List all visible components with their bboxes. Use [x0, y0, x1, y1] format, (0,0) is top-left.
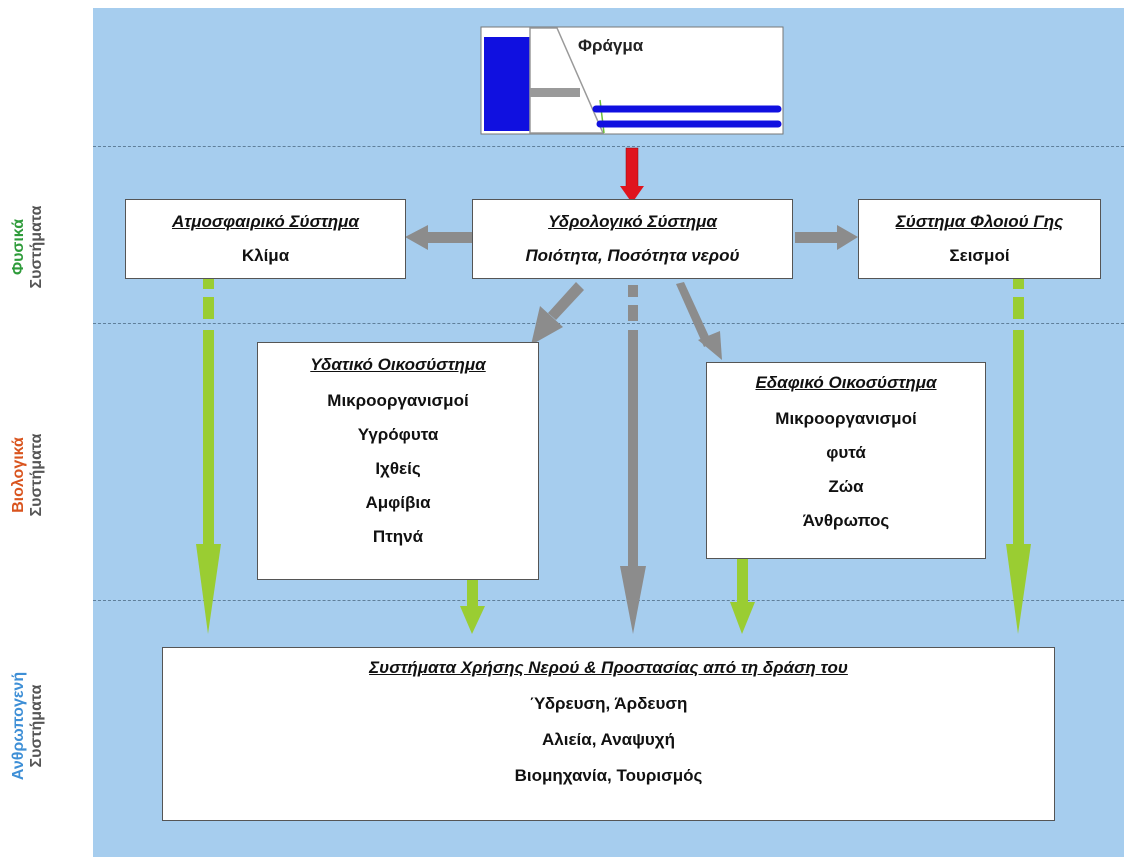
green-arrow-right: [1006, 277, 1031, 634]
red-arrow: [620, 147, 644, 203]
soil-item: φυτά: [826, 443, 866, 462]
dam-wall-shape: [529, 27, 605, 134]
atmospheric-system-title: Ατμοσφαιρικό Σύστημα: [172, 212, 359, 231]
dam-graphic: [480, 26, 784, 135]
gray-arrow-central: [620, 285, 646, 634]
soil-item: Άνθρωπος: [802, 511, 890, 530]
aquatic-item: Μικροοργανισμοί: [327, 391, 469, 410]
separator-biological: [93, 323, 1124, 324]
aquatic-ecosystem-title: Υδατικό Οικοσύστημα: [310, 355, 486, 374]
separator-physical: [93, 146, 1124, 147]
aquatic-item: Αμφίβια: [365, 493, 431, 512]
crust-system-title: Σύστημα Φλοιού Γης: [895, 212, 1064, 231]
hydrological-system-subtitle: Ποιότητα, Ποσότητα νερού: [525, 246, 740, 265]
gray-arrow-to-aquatic: [531, 282, 584, 345]
soil-ecosystem-title: Εδαφικό Οικοσύστημα: [755, 373, 937, 392]
soil-ecosystem-box: Εδαφικό Οικοσύστημα Μικροοργανισμοί φυτά…: [706, 362, 986, 559]
dam-outlet-shape: [530, 88, 580, 97]
hydrological-system-box: Υδρολογικό Σύστημα Ποιότητα, Ποσότητα νε…: [472, 199, 793, 279]
gray-arrow-to-crust: [795, 225, 858, 250]
atmospheric-system-climate: Κλίμα: [241, 246, 290, 265]
dam-label: Φράγμα: [578, 36, 644, 55]
crust-system-earthquakes: Σεισμοί: [949, 246, 1010, 265]
water-use-item: Ύδρευση, Άρδευση: [529, 694, 688, 713]
water-use-systems-title: Συστήματα Χρήσης Νερού & Προστασίας από …: [369, 658, 848, 677]
green-arrow-left: [196, 277, 221, 634]
hydrological-system-title: Υδρολογικό Σύστημα: [548, 212, 717, 231]
gray-arrow-to-soil: [676, 282, 722, 360]
crust-system-box: Σύστημα Φλοιού Γης Σεισμοί: [858, 199, 1101, 279]
aquatic-item: Ιχθείς: [375, 459, 421, 478]
reservoir-water-shape: [484, 37, 530, 131]
aquatic-item: Υγρόφυτα: [357, 425, 439, 444]
aquatic-item: Πτηνά: [372, 527, 424, 546]
soil-item: Μικροοργανισμοί: [775, 409, 917, 428]
separator-anthropogenic: [93, 600, 1124, 601]
aquatic-ecosystem-box: Υδατικό Οικοσύστημα Μικροοργανισμοί Υγρό…: [257, 342, 539, 580]
soil-item: Ζώα: [828, 477, 864, 496]
water-use-item: Βιομηχανία, Τουρισμός: [514, 766, 703, 785]
water-use-item: Αλιεία, Αναψυχή: [542, 730, 675, 749]
water-use-systems-box: Συστήματα Χρήσης Νερού & Προστασίας από …: [162, 647, 1055, 821]
atmospheric-system-box: Ατμοσφαιρικό Σύστημα Κλίμα: [125, 199, 406, 279]
gray-arrow-to-atmospheric: [405, 225, 472, 250]
